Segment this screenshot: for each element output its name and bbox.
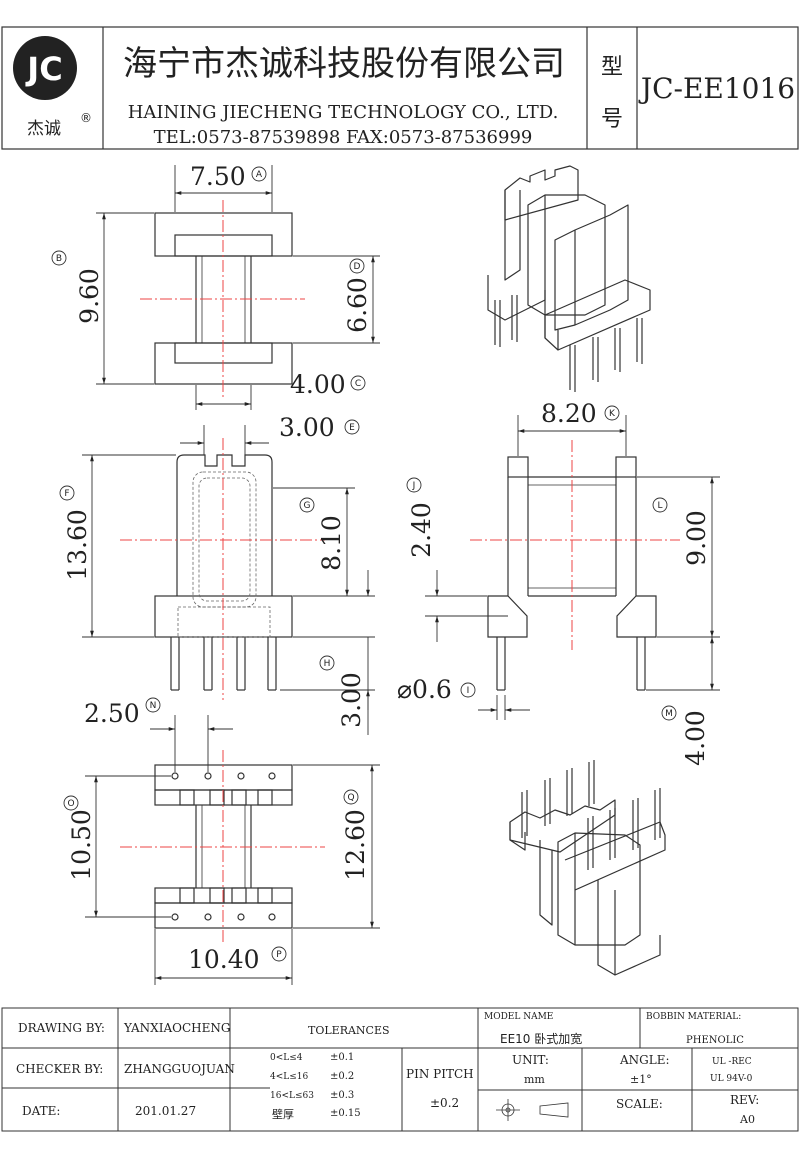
angle-label: ANGLE:: [619, 1053, 670, 1067]
dim-7-50: 7.50: [190, 162, 246, 191]
registered-mark: ®: [80, 111, 92, 125]
pin-pitch-value: ±0.2: [430, 1096, 459, 1110]
bobbin-material-value: PHENOLIC: [686, 1035, 744, 1046]
dim-6-60: 6.60: [343, 277, 372, 333]
company-name-en: HAINING JIECHENG TECHNOLOGY CO., LTD.: [128, 102, 559, 123]
dim-10-50: 10.50: [67, 809, 96, 881]
svg-text:±0.3: ±0.3: [330, 1090, 354, 1101]
scale-label: SCALE:: [616, 1097, 663, 1111]
dim-8-10: 8.10: [317, 515, 346, 571]
svg-text:C: C: [355, 379, 361, 389]
ul-94v0: UL 94V-0: [710, 1074, 753, 1084]
dim-2-40: 2.40: [407, 502, 436, 558]
top-view-dimensions: [96, 165, 380, 410]
projection-symbol-icon: [496, 1099, 569, 1121]
svg-text:H: H: [324, 659, 331, 669]
front-view-hidden-lines: [177, 471, 271, 638]
rev-value: A0: [739, 1113, 755, 1126]
dim-9-00: 9.00: [682, 510, 711, 566]
footer-text: DRAWING BY: YANXIAOCHENG CHECKER BY: ZHA…: [16, 1012, 759, 1126]
bottom-view-centerlines: [120, 750, 325, 945]
dim-2-50: 2.50: [84, 699, 140, 728]
svg-text:±0.15: ±0.15: [330, 1108, 361, 1119]
bottom-view-dimensions: [85, 715, 380, 985]
svg-text:Q: Q: [347, 793, 354, 803]
side-view: [487, 456, 657, 691]
svg-text:16<L≤63: 16<L≤63: [270, 1091, 314, 1101]
model-label-2: 号: [601, 107, 623, 132]
svg-text:J: J: [412, 481, 416, 491]
front-view-dimensions: [82, 425, 375, 735]
side-view-centerlines: [470, 440, 680, 650]
svg-text:M: M: [665, 709, 673, 719]
dim-3-00-e: 3.00: [279, 413, 335, 442]
date-value: 201.01.27: [135, 1104, 196, 1118]
company-contact: TEL:0573-87539898 FAX:0573-87536999: [154, 127, 533, 148]
logo-text: JC: [25, 50, 62, 88]
company-name-cn: 海宁市杰诚科技股份有限公司: [123, 44, 565, 84]
rev-label: REV:: [730, 1093, 759, 1107]
dim-8-20: 8.20: [541, 399, 597, 428]
model-label-1: 型: [601, 55, 623, 80]
side-view-dimensions: [425, 415, 720, 720]
dim-12-60: 12.60: [341, 809, 370, 881]
dim-9-60: 9.60: [75, 268, 104, 324]
drawing-by-value: YANXIAOCHENG: [123, 1021, 230, 1035]
company-logo: JC 杰诚 ®: [13, 36, 92, 139]
model-name-label: MODEL NAME: [484, 1012, 553, 1022]
svg-text:A: A: [256, 170, 263, 180]
svg-text:K: K: [609, 409, 616, 419]
isometric-view-top: [487, 165, 651, 392]
title-block-footer: [1, 1007, 799, 1132]
svg-text:E: E: [349, 423, 355, 433]
svg-text:P: P: [276, 950, 282, 960]
front-view-centerlines: [120, 438, 325, 700]
svg-text:B: B: [56, 254, 62, 264]
unit-label: UNIT:: [512, 1053, 549, 1067]
svg-text:壁厚: 壁厚: [272, 1107, 294, 1121]
unit-value: mm: [524, 1073, 545, 1086]
dim-3-00-h: 3.00: [337, 672, 366, 728]
isometric-view-bottom: [509, 760, 666, 976]
svg-text:O: O: [67, 799, 74, 809]
svg-text:D: D: [354, 262, 361, 272]
dim-4-00-c: 4.00: [290, 370, 346, 399]
ul-rec: UL -REC: [712, 1057, 752, 1067]
title-block-header: [1, 26, 799, 150]
svg-text:4<L≤16: 4<L≤16: [270, 1072, 309, 1082]
checker-by-label: CHECKER BY:: [16, 1062, 103, 1076]
dim-dia-0-6: ⌀0.6: [397, 675, 452, 704]
front-view: [154, 454, 293, 691]
svg-text:N: N: [150, 701, 157, 711]
pin-pitch-label: PIN PITCH: [406, 1067, 474, 1081]
model-name-value: EE10 卧式加宽: [500, 1031, 582, 1046]
model-number: JC-EE1016: [638, 72, 795, 105]
dim-10-40: 10.40: [188, 945, 260, 974]
dimension-labels: 7.50 9.60 6.60 4.00 3.00 8.20 13.60 8.10…: [63, 162, 711, 974]
svg-text:±0.2: ±0.2: [330, 1071, 354, 1082]
reference-tag-letters: A B D C E K F G J L H I M N O Q P: [56, 170, 673, 960]
svg-text:±0.1: ±0.1: [330, 1052, 354, 1063]
svg-text:0<L≤4: 0<L≤4: [270, 1053, 303, 1063]
bobbin-material-label: BOBBIN MATERIAL:: [646, 1012, 741, 1022]
top-view-centerlines: [140, 200, 305, 400]
svg-text:G: G: [304, 501, 311, 511]
dim-13-60: 13.60: [63, 509, 92, 581]
angle-value: ±1°: [630, 1073, 652, 1086]
checker-by-value: ZHANGGUOJUAN: [124, 1062, 235, 1076]
svg-text:I: I: [467, 686, 470, 696]
dim-4-00-m: 4.00: [681, 710, 710, 766]
reference-tags: [51, 166, 677, 962]
svg-text:L: L: [657, 501, 662, 511]
logo-subtitle: 杰诚: [27, 119, 61, 139]
date-label: DATE:: [22, 1104, 60, 1118]
tolerances-label: TOLERANCES: [308, 1024, 390, 1037]
svg-text:F: F: [64, 489, 69, 499]
drawing-by-label: DRAWING BY:: [18, 1021, 105, 1035]
